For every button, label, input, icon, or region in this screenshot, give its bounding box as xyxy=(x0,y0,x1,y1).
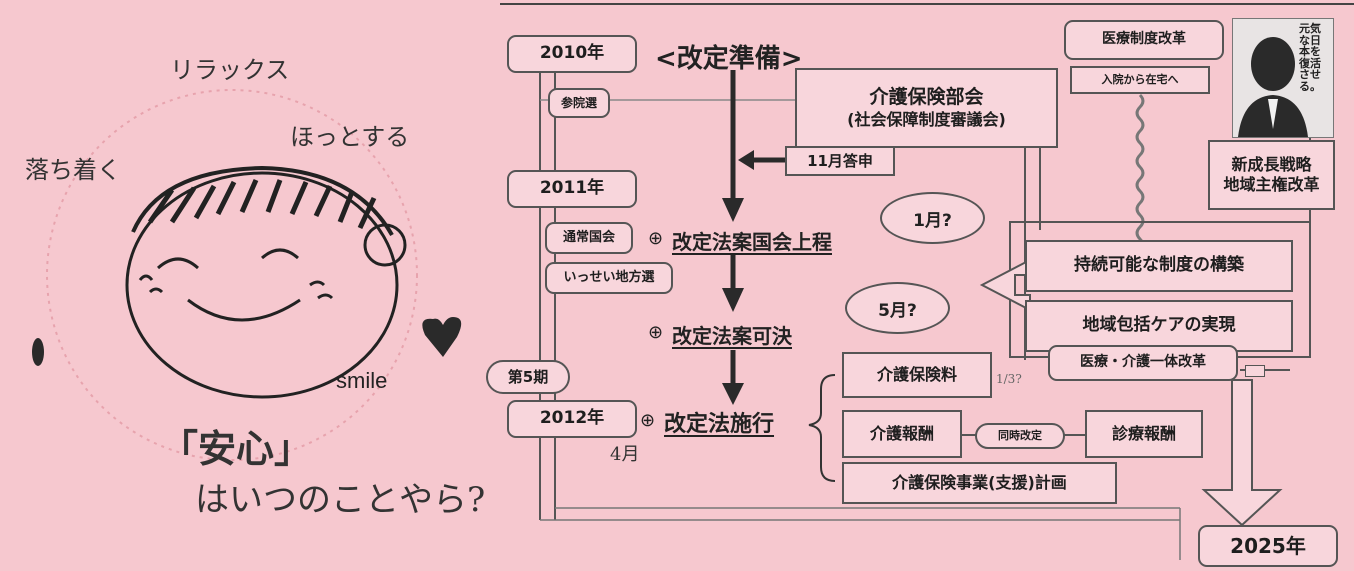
heart-icon xyxy=(422,317,462,357)
feelings-circle xyxy=(46,89,418,461)
politician-photo: 元気な日本を復活させる。 xyxy=(1232,18,1334,138)
year-2025: 2025年 xyxy=(1198,525,1338,567)
shinryo-box: 診療報酬 xyxy=(1085,410,1203,458)
chiiki-box: 地域包括ケアの実現 xyxy=(1025,300,1293,352)
note-scribble: 1/3? xyxy=(996,372,1022,386)
ink-drop-icon xyxy=(32,338,44,366)
connector-square xyxy=(1245,365,1265,377)
note-4gatsu: 4月 xyxy=(610,444,640,465)
shinseicho-line2: 地域主権改革 xyxy=(1223,175,1320,194)
prep-title: <改定準備> xyxy=(655,44,803,74)
smiling-face-icon xyxy=(125,165,407,399)
hoshu-box: 介護報酬 xyxy=(842,410,962,458)
diamond-icon: ⊕ xyxy=(640,410,656,431)
smile-text: smile xyxy=(336,368,388,393)
shinseicho-box: 新成長戦略 地域主権改革 xyxy=(1208,140,1335,210)
relax-text: リラックス xyxy=(170,56,290,84)
year-2012: 2012年 xyxy=(507,400,637,438)
step3-text: 改定法施行 xyxy=(664,412,775,437)
year-2010: 2010年 xyxy=(507,35,637,73)
chiho-box: いっせい地方選 xyxy=(545,262,673,294)
iryo-box: 医療制度改革 xyxy=(1064,20,1224,60)
diamond-icon: ⊕ xyxy=(648,322,664,343)
dai5-box: 第5期 xyxy=(486,360,570,394)
keikaku-box: 介護保険事業(支援)計画 xyxy=(842,462,1117,504)
council-box: 介護保険部会 (社会保障制度審議会) xyxy=(795,68,1058,148)
sanin-box: 参院選 xyxy=(548,88,610,118)
year-2011: 2011年 xyxy=(507,170,637,208)
tsujo-box: 通常国会 xyxy=(545,222,633,254)
shinseicho-line1: 新成長戦略 xyxy=(1231,155,1312,174)
doji-box: 同時改定 xyxy=(975,423,1065,449)
ittai-box: 医療・介護一体改革 xyxy=(1048,345,1238,381)
anshin-text: 「安心」 xyxy=(160,426,313,471)
photo-caption: 元気な日本を復活させる。 xyxy=(1299,22,1321,93)
step2-text: 改定法案可決 xyxy=(672,324,792,348)
toshin-box: 11月答申 xyxy=(785,146,895,176)
step1-text: 改定法案国会上程 xyxy=(672,230,832,254)
itsu-text: はいつのことやら? xyxy=(195,480,486,520)
jizoku-box: 持続可能な制度の構築 xyxy=(1025,240,1293,292)
bubble-1gatsu: 1月? xyxy=(880,192,985,244)
diamond-icon: ⊕ xyxy=(648,228,664,249)
hokenryo-box: 介護保険料 xyxy=(842,352,992,398)
nyuin-box: 入院から在宅へ xyxy=(1070,66,1210,94)
ochitsuku-text: 落ち着く xyxy=(25,156,121,184)
bubble-5gatsu: 5月? xyxy=(845,282,950,334)
council-subtitle: (社会保障制度審議会) xyxy=(847,109,1006,129)
council-title: 介護保険部会 xyxy=(869,86,984,109)
hotto-text: ほっとする xyxy=(290,123,410,151)
